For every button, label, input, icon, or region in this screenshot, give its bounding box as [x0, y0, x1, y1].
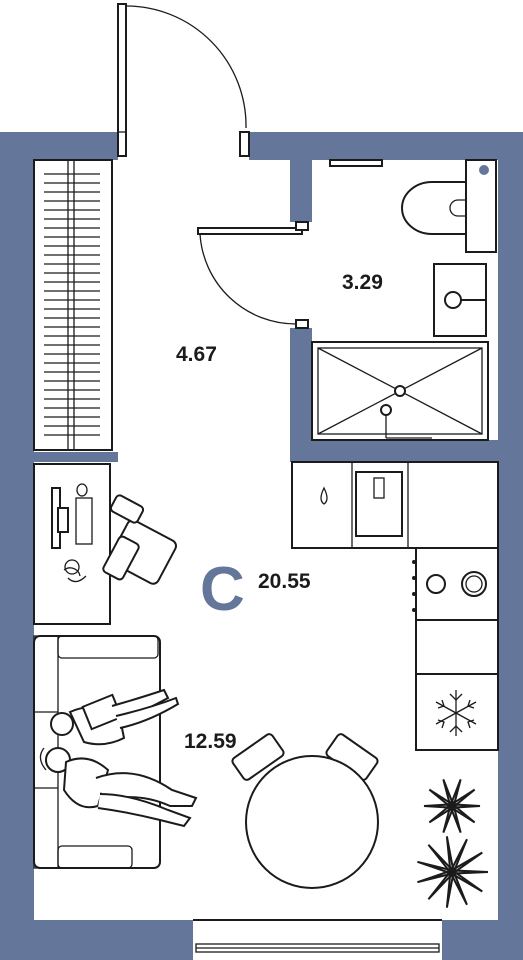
wardrobe	[33, 159, 113, 451]
snowflake-icon	[435, 690, 477, 736]
walls	[0, 132, 523, 960]
person-with-laptop	[50, 688, 180, 746]
bathroom-area-label: 3.29	[342, 271, 383, 294]
living-area-label: 12.59	[184, 730, 237, 753]
plant-icon	[417, 836, 489, 908]
hallway-area-label: 4.67	[176, 343, 217, 366]
person-relaxing	[39, 747, 198, 828]
sink-icon	[433, 263, 487, 337]
bathroom-door	[197, 221, 309, 329]
total-area-label: 20.55	[258, 570, 311, 593]
plant-icon	[423, 779, 481, 833]
entrance-door	[117, 3, 250, 157]
towel-rail	[329, 159, 383, 167]
unit-type-label: С	[200, 555, 245, 624]
desk-chair	[102, 494, 177, 585]
dining-table	[231, 733, 379, 889]
window	[193, 919, 442, 960]
toilet-icon	[401, 159, 497, 253]
shower-icon	[311, 341, 489, 441]
kitchen-counter	[291, 461, 499, 751]
desk	[33, 463, 111, 625]
